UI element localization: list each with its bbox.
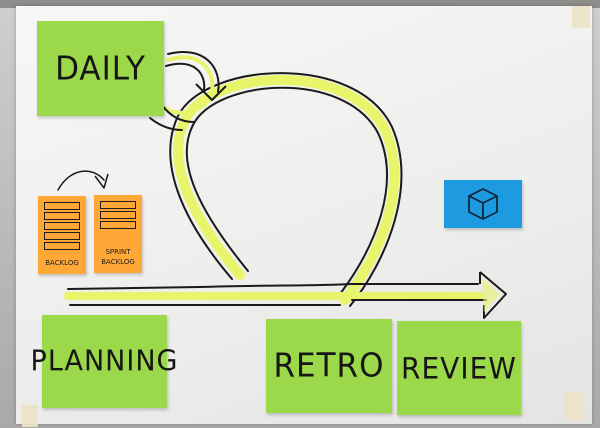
main-arrow-bottom xyxy=(69,299,487,306)
daily-loop-inner xyxy=(165,62,206,91)
sprint-loop-outer xyxy=(169,72,403,307)
daily-label: DAILY xyxy=(55,49,146,88)
backlog-transfer-arrowhead xyxy=(94,173,109,189)
sprint-loop-inner xyxy=(185,86,388,295)
daily-loop-highlight xyxy=(163,55,215,115)
backlog-transfer-arrow xyxy=(57,170,105,191)
tape-top-right xyxy=(572,6,590,28)
backlog-label: BACKLOG xyxy=(45,259,79,267)
main-arrow-top xyxy=(67,283,479,290)
sprint-backlog-label-line2: BACKLOG xyxy=(101,258,135,266)
tape-bottom-left xyxy=(22,405,38,427)
blue-sticky xyxy=(444,180,522,228)
sprint-backlog-label-line1: SPRINT xyxy=(105,248,131,256)
ceiling-strip xyxy=(0,0,600,8)
sprint-backlog-sticky: SPRINT BACKLOG xyxy=(94,195,142,273)
sprint-backlog-items-drawing xyxy=(100,201,136,231)
backlog-sticky: BACKLOG xyxy=(38,196,86,274)
planning-label: PLANNING xyxy=(30,345,179,378)
main-arrowhead-fill xyxy=(482,278,500,312)
daily-arrowhead xyxy=(195,83,227,101)
sprint-loop-highlight xyxy=(173,75,400,305)
daily-loop-tail xyxy=(149,104,195,131)
retro-sticky: RETRO xyxy=(266,319,392,413)
retro-label: RETRO xyxy=(273,347,385,385)
review-sticky: REVIEW xyxy=(397,321,521,415)
review-label: REVIEW xyxy=(401,350,517,386)
daily-sticky: DAILY xyxy=(37,21,164,116)
backlog-items-drawing xyxy=(44,202,80,252)
cube-icon xyxy=(468,188,498,220)
planning-sticky: PLANNING xyxy=(31,315,177,408)
tape-bottom-right xyxy=(565,392,583,420)
daily-loop-outer xyxy=(167,51,220,93)
